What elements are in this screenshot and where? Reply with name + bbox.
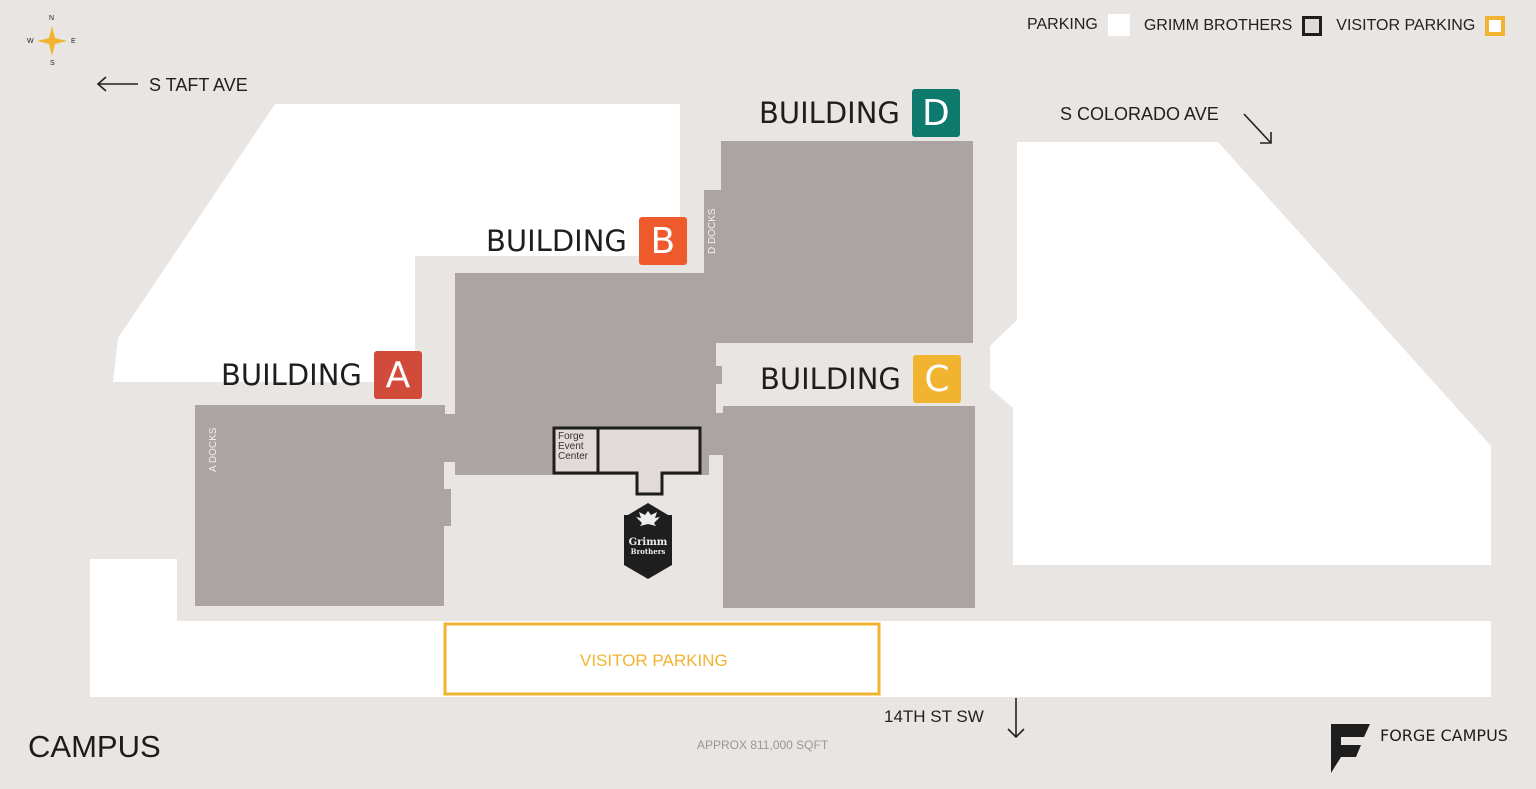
legend-item-grimm-brothers: GRIMM BROTHERS (1143, 16, 1323, 36)
forge-f-logo-icon (1331, 724, 1370, 773)
building-b-badge: B (638, 217, 687, 265)
forge-campus-brand: FORGE CAMPUS (1330, 722, 1508, 745)
map-legend: PARKING GRIMM BROTHERS VISITOR PARKING (1027, 14, 1519, 36)
parking-lot-east[interactable] (990, 142, 1491, 565)
building-word: BUILDING (759, 96, 900, 130)
building-c[interactable] (709, 406, 975, 608)
building-c-badge: C (912, 355, 961, 403)
street-s-colorado-ave: S COLORADO AVE (1060, 104, 1219, 124)
building-a-label[interactable]: BUILDING A (221, 351, 422, 399)
d-docks (704, 190, 722, 260)
grimm-line: Brothers (630, 547, 666, 556)
building-word: BUILDING (760, 362, 901, 396)
arrow-left-icon (96, 76, 138, 92)
building-d-label[interactable]: BUILDING D (759, 89, 960, 137)
visitor-swatch (1485, 16, 1506, 36)
building-word: BUILDING (221, 358, 362, 392)
campus-title: CAMPUS (28, 729, 161, 764)
legend-label: GRIMM BROTHERS (1143, 17, 1293, 34)
visitor-parking-label: VISITOR PARKING (580, 651, 728, 670)
arrow-down-icon (1007, 698, 1025, 739)
event-center-line: Forge (558, 431, 585, 442)
legend-item-visitor-parking: VISITOR PARKING (1336, 16, 1506, 36)
compass-icon (37, 26, 67, 56)
building-b-label[interactable]: BUILDING B (486, 217, 687, 265)
event-center-line: Event (558, 441, 584, 452)
legend-label: VISITOR PARKING (1336, 17, 1476, 34)
building-a[interactable] (195, 405, 455, 606)
parking-swatch (1107, 14, 1130, 36)
a-docks-label: A DOCKS (208, 427, 219, 472)
grimm-swatch (1302, 16, 1323, 36)
building-d-badge: D (911, 89, 960, 137)
legend-label: PARKING (1027, 16, 1098, 33)
street-s-taft-ave: S TAFT AVE (149, 75, 248, 95)
grimm-brothers-logo[interactable] (624, 503, 672, 579)
grimm-line: Grimm (628, 537, 668, 548)
campus-area: APPROX 811,000 SQFT (697, 738, 829, 752)
d-docks-label: D DOCKS (707, 208, 718, 254)
visitor-parking-area[interactable] (443, 622, 881, 696)
forge-event-center[interactable] (552, 426, 702, 496)
compass-e: E (71, 38, 76, 45)
compass-s: S (50, 60, 55, 67)
parking-lot-northwest[interactable] (113, 104, 680, 382)
building-c-label[interactable]: BUILDING C (760, 355, 961, 403)
event-center-label: Forge Event Center (558, 432, 588, 462)
compass-w: W (27, 38, 34, 45)
building-d[interactable] (704, 141, 973, 343)
building-word: BUILDING (486, 224, 627, 258)
building-a-badge: A (373, 351, 422, 399)
event-center-line: Center (558, 451, 589, 462)
compass-n: N (49, 15, 55, 22)
grimm-logo-text: Grimm Brothers (624, 537, 672, 557)
legend-item-parking: PARKING (1027, 14, 1130, 36)
street-14th-st-sw: 14TH ST SW (884, 707, 984, 726)
building-b[interactable] (447, 260, 722, 475)
arrow-down-right-icon (1243, 113, 1272, 144)
forge-campus-text: FORGE CAMPUS (1380, 726, 1508, 745)
